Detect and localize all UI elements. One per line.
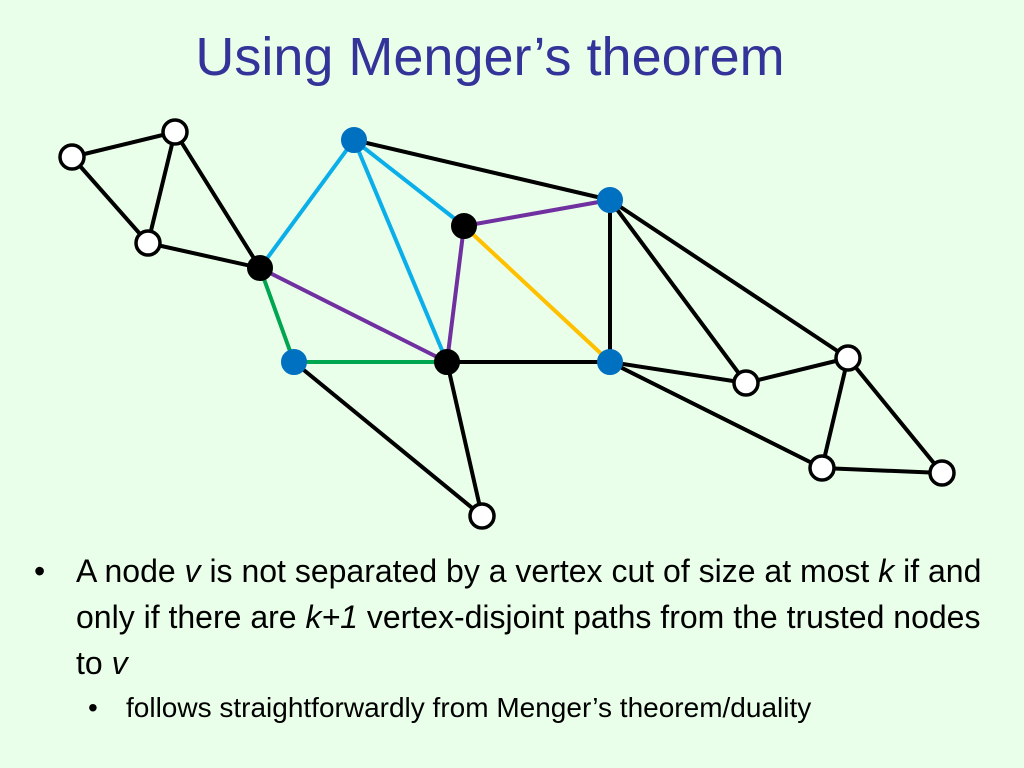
edge-n4-n9 xyxy=(258,266,449,364)
bullet-text: if and only if there are xyxy=(76,553,982,635)
edge-n7-n10 xyxy=(462,224,612,364)
edge-n1-n3 xyxy=(70,155,150,245)
edge-n2-n3 xyxy=(146,130,177,245)
slide-title: Using Menger’s theorem xyxy=(195,27,785,87)
edge-n13-n14 xyxy=(820,356,850,470)
edge-n9-n11 xyxy=(445,360,484,518)
edge-n5-n7 xyxy=(352,138,466,228)
edge-n8-n12 xyxy=(608,198,748,385)
edge-n3-n4 xyxy=(146,241,262,270)
bullet-marker: • xyxy=(34,553,46,589)
var-k: k xyxy=(878,553,895,589)
node-open-n2 xyxy=(161,118,189,146)
graph-nodes xyxy=(58,118,956,530)
bullet-main: • A node v is not separated by a vertex … xyxy=(30,548,1000,686)
node-blue-n6 xyxy=(281,349,307,375)
bullet-text: A node xyxy=(76,553,185,589)
node-open-n1 xyxy=(58,143,86,171)
edge-n14-n15 xyxy=(820,466,944,475)
bullet-list: • A node v is not separated by a vertex … xyxy=(30,548,1000,728)
edge-n7-n8 xyxy=(462,198,612,228)
node-open-n12 xyxy=(732,369,760,397)
edge-n1-n2 xyxy=(70,130,177,159)
edge-n12-n13 xyxy=(744,356,850,385)
edge-n5-n8 xyxy=(352,138,612,202)
node-blue-n5 xyxy=(341,127,367,153)
node-open-n11 xyxy=(468,502,496,530)
node-open-n13 xyxy=(834,344,862,372)
edge-n13-n15 xyxy=(846,356,944,475)
node-open-n15 xyxy=(928,459,956,487)
graph-diagram xyxy=(58,118,956,530)
edge-n4-n6 xyxy=(258,266,296,364)
var-v: v xyxy=(184,553,201,589)
bullet-sub-text: follows straightforwardly from Menger’s … xyxy=(126,692,812,723)
var-v: v xyxy=(111,645,128,681)
node-open-n14 xyxy=(808,454,836,482)
edge-n4-n5 xyxy=(258,138,356,270)
edge-n10-n12 xyxy=(608,360,748,385)
bullet-marker: • xyxy=(88,692,98,723)
node-open-n3 xyxy=(134,229,162,257)
edge-n6-n11 xyxy=(292,360,484,518)
graph-edges xyxy=(70,130,944,518)
edge-n5-n9 xyxy=(352,138,449,364)
node-black-n9 xyxy=(434,349,460,375)
edge-n7-n9 xyxy=(445,224,466,364)
edge-n8-n13 xyxy=(608,198,850,360)
bullet-sub: • follows straightforwardly from Menger’… xyxy=(30,688,1000,728)
node-blue-n10 xyxy=(597,349,623,375)
bullet-text: is not separated by a vertex cut of size… xyxy=(200,553,879,589)
var-k-plus-1: k+1 xyxy=(305,599,358,635)
bullet-text: vertex-disjoint paths from the trusted n… xyxy=(76,599,981,681)
node-blue-n8 xyxy=(597,187,623,213)
edge-n10-n14 xyxy=(608,360,824,470)
node-black-n4 xyxy=(247,255,273,281)
edge-n2-n4 xyxy=(173,130,262,270)
node-black-n7 xyxy=(451,213,477,239)
